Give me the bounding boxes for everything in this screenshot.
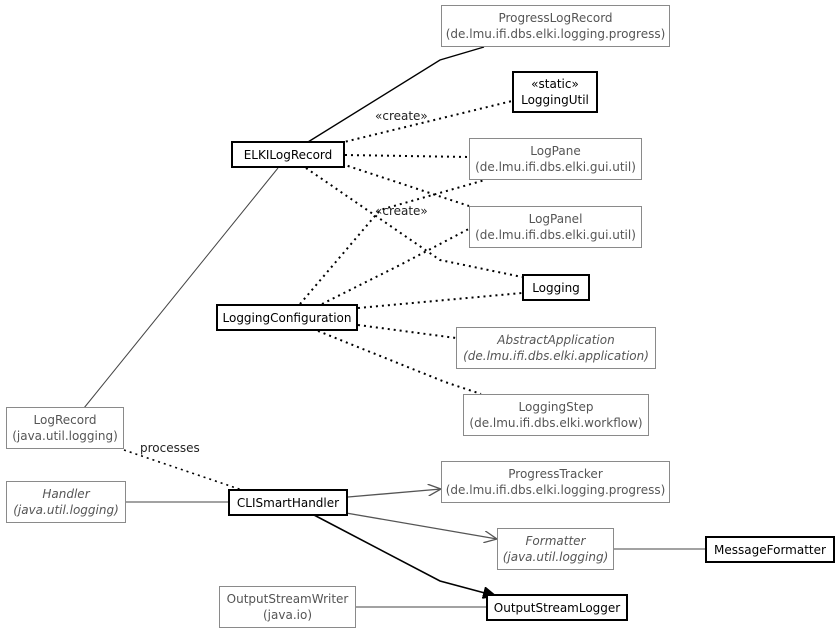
class-package: (de.lmu.ifi.dbs.elki.logging.progress) xyxy=(445,483,666,497)
class-output-stream-logger[interactable]: OutputStreamLogger xyxy=(486,594,628,621)
class-message-formatter[interactable]: MessageFormatter xyxy=(705,536,835,563)
class-log-panel[interactable]: LogPanel (de.lmu.ifi.dbs.elki.gui.util) xyxy=(469,206,642,248)
edge-elkilogrecord-logpane xyxy=(344,154,470,158)
class-name: MessageFormatter xyxy=(714,542,826,557)
class-progress-log-record[interactable]: ProgressLogRecord (de.lmu.ifi.dbs.elki.l… xyxy=(441,5,670,47)
class-name: ELKILogRecord xyxy=(243,147,333,162)
class-abstract-application[interactable]: AbstractApplication (de.lmu.ifi.dbs.elki… xyxy=(456,327,656,369)
class-package: (java.util.logging) xyxy=(13,503,119,517)
edge-clismarthandler-formatter xyxy=(345,512,497,539)
class-progress-tracker[interactable]: ProgressTracker (de.lmu.ifi.dbs.elki.log… xyxy=(441,461,670,503)
edge-loggingconfiguration-abstractapplication xyxy=(357,324,457,339)
class-name: LoggingStep xyxy=(518,400,594,414)
class-name: ProgressTracker xyxy=(508,467,603,481)
create-label-loggingutil: «create» xyxy=(375,109,428,123)
class-name: AbstractApplication xyxy=(497,333,615,347)
class-name: LogRecord xyxy=(33,413,97,427)
class-name: Handler xyxy=(42,487,90,501)
class-handler[interactable]: Handler (java.util.logging) xyxy=(6,481,126,523)
create-label-logging: «create» xyxy=(375,204,428,218)
class-name: LoggingUtil xyxy=(521,93,589,107)
edge-elkilogrecord-logging xyxy=(305,167,523,278)
edge-elkilogrecord-progresslogrecord xyxy=(307,46,485,143)
class-logging-configuration[interactable]: LoggingConfiguration xyxy=(216,304,358,331)
class-cli-smart-handler[interactable]: CLISmartHandler xyxy=(228,489,348,516)
edge-loggingconfiguration-logpane xyxy=(299,179,486,305)
class-package: (de.lmu.ifi.dbs.elki.gui.util) xyxy=(475,160,636,174)
class-name: LogPanel xyxy=(528,212,583,226)
class-stereotype: «static» xyxy=(531,77,579,91)
class-formatter[interactable]: Formatter (java.util.logging) xyxy=(497,528,614,570)
class-name: LoggingConfiguration xyxy=(222,310,352,325)
class-name: Formatter xyxy=(525,534,586,548)
edge-loggingconfiguration-loggingstep xyxy=(317,330,482,395)
class-name: CLISmartHandler xyxy=(236,495,340,510)
class-package: (de.lmu.ifi.dbs.elki.workflow) xyxy=(469,416,643,430)
class-logging-util[interactable]: «static» LoggingUtil xyxy=(512,71,598,113)
class-package: (java.util.logging) xyxy=(502,550,609,564)
class-package: (java.util.logging) xyxy=(12,429,118,443)
class-output-stream-writer[interactable]: OutputStreamWriter (java.io) xyxy=(219,586,356,628)
class-log-record[interactable]: LogRecord (java.util.logging) xyxy=(6,407,124,449)
edge-logrecord-clismarthandler xyxy=(123,449,243,491)
edge-loggingconfiguration-logging xyxy=(357,292,523,309)
edge-elkilogrecord-logpanel xyxy=(341,163,470,207)
class-package: (de.lmu.ifi.dbs.elki.gui.util) xyxy=(475,228,636,242)
class-name: ProgressLogRecord xyxy=(498,11,613,25)
class-name: OutputStreamWriter xyxy=(226,592,349,606)
class-name: Logging xyxy=(532,280,580,295)
class-package: (de.lmu.ifi.dbs.elki.application) xyxy=(463,349,649,363)
class-elki-log-record[interactable]: ELKILogRecord xyxy=(231,141,345,168)
edge-clismarthandler-progresstracker xyxy=(347,489,441,498)
class-logging-step[interactable]: LoggingStep (de.lmu.ifi.dbs.elki.workflo… xyxy=(463,394,649,436)
edge-elkilogrecord-logrecord xyxy=(83,167,279,409)
processes-label: processes xyxy=(140,441,200,455)
edge-clismarthandler-outputstreamlogger xyxy=(313,514,496,596)
class-package: (java.io) xyxy=(263,608,312,622)
class-logging[interactable]: Logging xyxy=(522,274,590,301)
class-log-pane[interactable]: LogPane (de.lmu.ifi.dbs.elki.gui.util) xyxy=(469,138,642,180)
class-name: LogPane xyxy=(530,144,581,158)
class-name: OutputStreamLogger xyxy=(493,600,621,615)
class-package: (de.lmu.ifi.dbs.elki.logging.progress) xyxy=(445,27,666,41)
